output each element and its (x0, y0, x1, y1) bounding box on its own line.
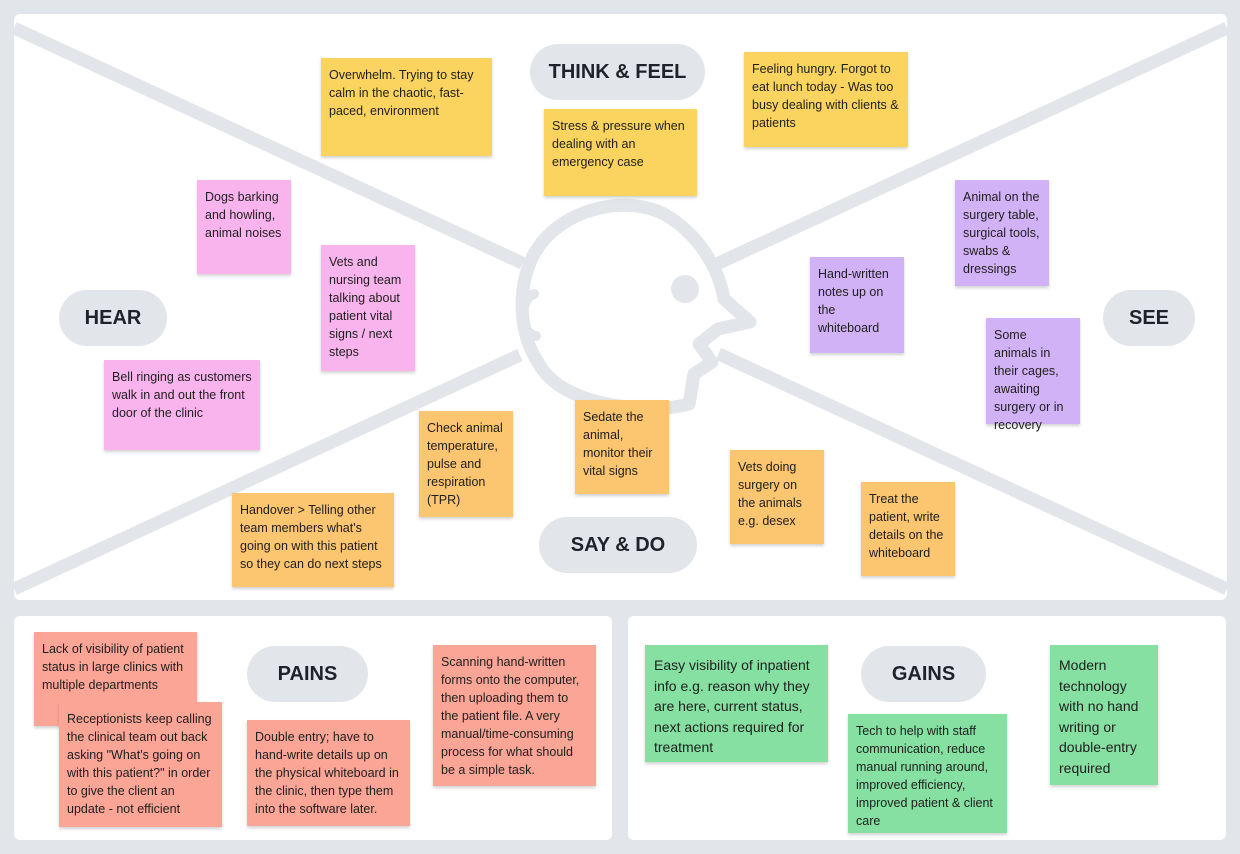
sticky-note: Treat the patient, write details on the … (861, 482, 955, 576)
sticky-note: Vets and nursing team talking about pati… (321, 245, 415, 371)
sticky-note: Overwhelm. Trying to stay calm in the ch… (321, 58, 492, 156)
sticky-note: Animal on the surgery table, surgical to… (955, 180, 1049, 286)
sticky-note: Receptionists keep calling the clinical … (59, 702, 222, 827)
sticky-note: Some animals in their cages, awaiting su… (986, 318, 1080, 432)
sticky-note: Feeling hungry. Forgot to eat lunch toda… (744, 52, 908, 147)
say-do-label: SAY & DO (539, 517, 697, 573)
sticky-note: Handover > Telling other team members wh… (232, 493, 394, 587)
hear-label: HEAR (59, 290, 167, 346)
sticky-note: Easy visibility of inpatient info e.g. r… (645, 645, 828, 762)
sticky-note: Sedate the animal, monitor their vital s… (575, 400, 669, 494)
person-head-icon (515, 198, 757, 414)
pains-label: PAINS (247, 646, 368, 702)
sticky-note: Hand-written notes up on the whiteboard (810, 257, 904, 353)
sticky-note: Modern technology with no hand writing o… (1050, 645, 1158, 785)
sticky-note: Dogs barking and howling, animal noises (197, 180, 291, 274)
sticky-note: Double entry; have to hand-write details… (247, 720, 410, 826)
sticky-note: Tech to help with staff communication, r… (848, 714, 1007, 833)
see-label: SEE (1103, 290, 1195, 346)
sticky-note: Stress & pressure when dealing with an e… (544, 109, 697, 196)
pains-panel: PAINS Lack of visibility of patient stat… (14, 616, 612, 840)
gains-label: GAINS (861, 646, 986, 702)
gains-panel: GAINS Easy visibility of inpatient info … (628, 616, 1226, 840)
think-feel-label: THINK & FEEL (530, 44, 705, 100)
sticky-note: Bell ringing as customers walk in and ou… (104, 360, 260, 450)
quadrant-divider-lines (14, 22, 1227, 595)
empathy-map-board: THINK & FEEL HEAR SEE SAY & DO Overwhelm… (14, 14, 1227, 600)
sticky-note: Vets doing surgery on the animals e.g. d… (730, 450, 824, 544)
sticky-note: Scanning hand-written forms onto the com… (433, 645, 596, 786)
sticky-note: Check animal temperature, pulse and resp… (419, 411, 513, 517)
